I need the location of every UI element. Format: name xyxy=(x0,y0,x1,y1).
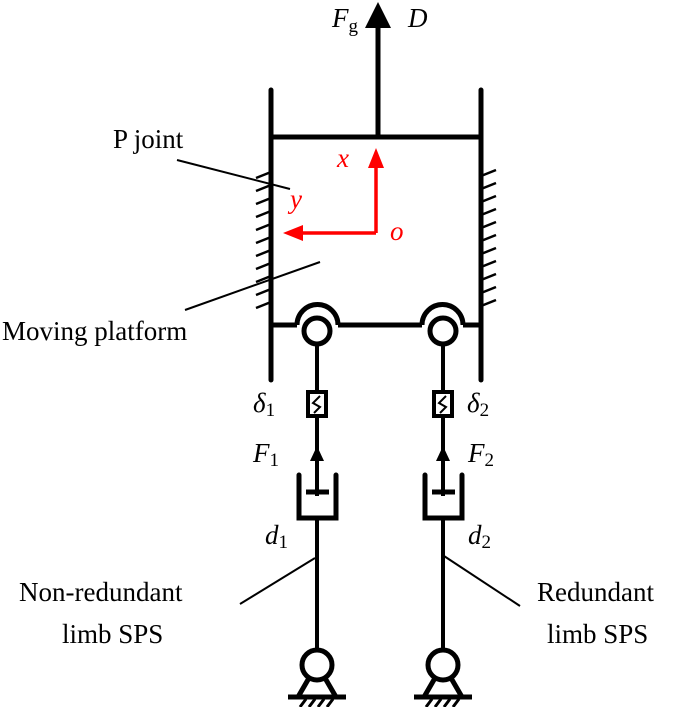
delta1-label: δ1 xyxy=(253,388,275,421)
left-force-arrowhead xyxy=(310,446,324,461)
hatch-mark xyxy=(480,259,497,269)
left-limb xyxy=(288,344,346,707)
left-rail-hatching xyxy=(255,170,272,310)
hatch-mark xyxy=(480,246,497,256)
hatch-mark xyxy=(255,170,272,180)
y-axis-label: y xyxy=(287,184,302,214)
x-axis-arrowhead xyxy=(368,148,384,168)
right-spherical-joint-base xyxy=(425,647,461,683)
label-d-top: D xyxy=(407,3,428,33)
f1-label: F1 xyxy=(252,438,279,471)
hatch-mark xyxy=(480,233,497,243)
moving-platform-bottom xyxy=(271,302,481,328)
redundant-label-line2: limb SPS xyxy=(547,619,648,649)
hatch-mark xyxy=(480,298,497,308)
f2-label: F2 xyxy=(467,438,494,471)
left-spherical-joint-top xyxy=(301,315,333,347)
right-limb xyxy=(414,344,472,707)
redundant-leader xyxy=(443,555,521,607)
hatch-mark xyxy=(480,194,497,204)
x-axis-label: x xyxy=(336,143,349,173)
non-redundant-label-line2: limb SPS xyxy=(62,619,163,649)
hatch-mark xyxy=(255,261,272,271)
y-axis-arrowhead xyxy=(283,225,303,241)
redundant-label-line1: Redundant xyxy=(537,577,654,607)
hatch-mark xyxy=(255,287,272,297)
delta2-label: δ2 xyxy=(467,388,489,421)
hatch-mark xyxy=(255,209,272,219)
moving-platform-leader xyxy=(184,261,321,311)
right-force-arrowhead xyxy=(436,446,450,461)
hatch-mark xyxy=(480,272,497,282)
non-redundant-leader xyxy=(239,557,316,605)
hatch-mark xyxy=(255,183,272,193)
coordinate-frame xyxy=(283,148,384,241)
hatch-mark xyxy=(255,300,272,310)
hatch-mark xyxy=(480,181,497,191)
p-joint-leader xyxy=(176,159,291,190)
non-redundant-label-line1: Non-redundant xyxy=(19,577,183,607)
left-spherical-joint-base xyxy=(299,647,335,683)
left-spring-element xyxy=(306,390,328,418)
hatch-mark xyxy=(255,222,272,232)
hatch-mark xyxy=(480,285,497,295)
hatch-mark xyxy=(480,168,497,178)
force-fg-label: Fg xyxy=(331,3,359,37)
d1-label: d1 xyxy=(265,520,288,553)
hatch-mark xyxy=(255,274,272,284)
right-rail-hatching xyxy=(480,168,497,308)
hatch-mark xyxy=(255,248,272,258)
d2-label: d2 xyxy=(468,520,491,553)
right-spherical-joint-top xyxy=(427,315,459,347)
hatch-mark xyxy=(255,235,272,245)
right-spring-element xyxy=(432,390,454,418)
origin-label: o xyxy=(390,216,404,246)
hatch-mark xyxy=(480,207,497,217)
p-joint-label: P joint xyxy=(113,124,184,154)
hatch-mark xyxy=(480,220,497,230)
moving-platform-label: Moving platform xyxy=(2,316,187,346)
hatch-mark xyxy=(255,196,272,206)
force-arrow-head xyxy=(365,2,391,28)
